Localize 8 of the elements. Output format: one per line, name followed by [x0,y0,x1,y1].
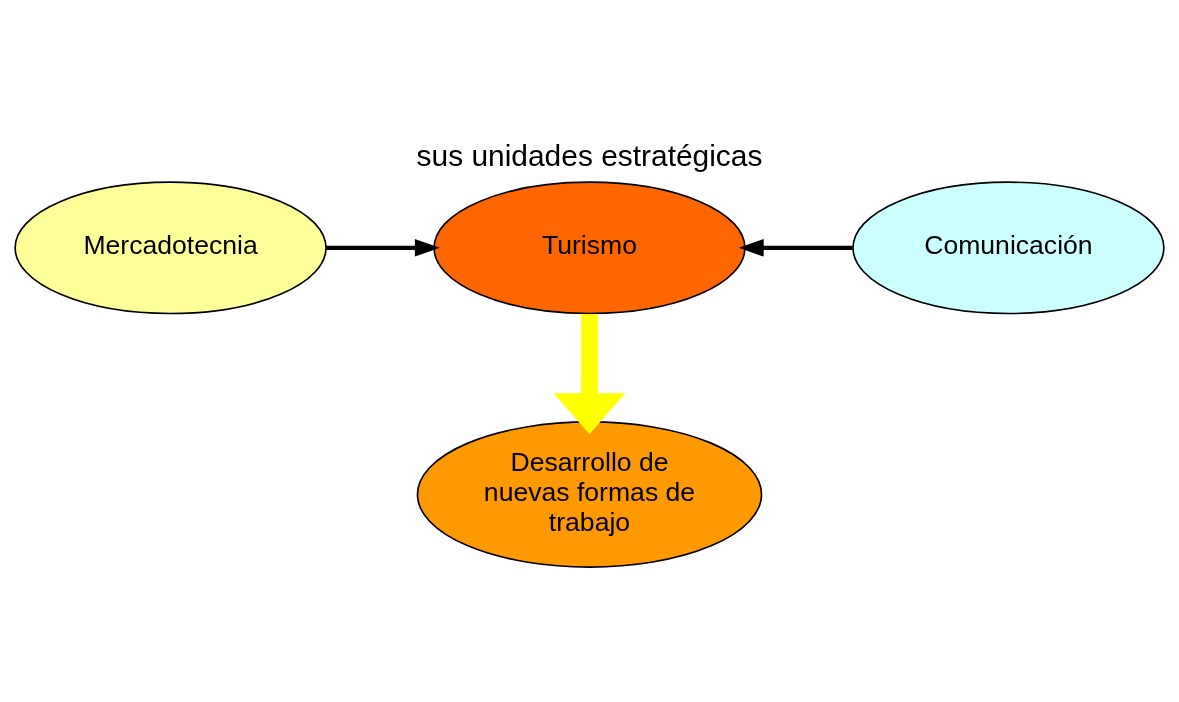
arrow [738,238,853,257]
diagram-title: sus unidades estratégicas [416,138,763,172]
arrow [553,313,626,434]
node-ellipse: Turismo [433,180,746,314]
node-ellipse: Desarrollo de nuevas formas de trabajo [416,420,763,568]
arrow [326,238,440,257]
node-ellipse: Comunicación [852,180,1165,314]
node-ellipse: Mercadotecnia [14,180,327,314]
